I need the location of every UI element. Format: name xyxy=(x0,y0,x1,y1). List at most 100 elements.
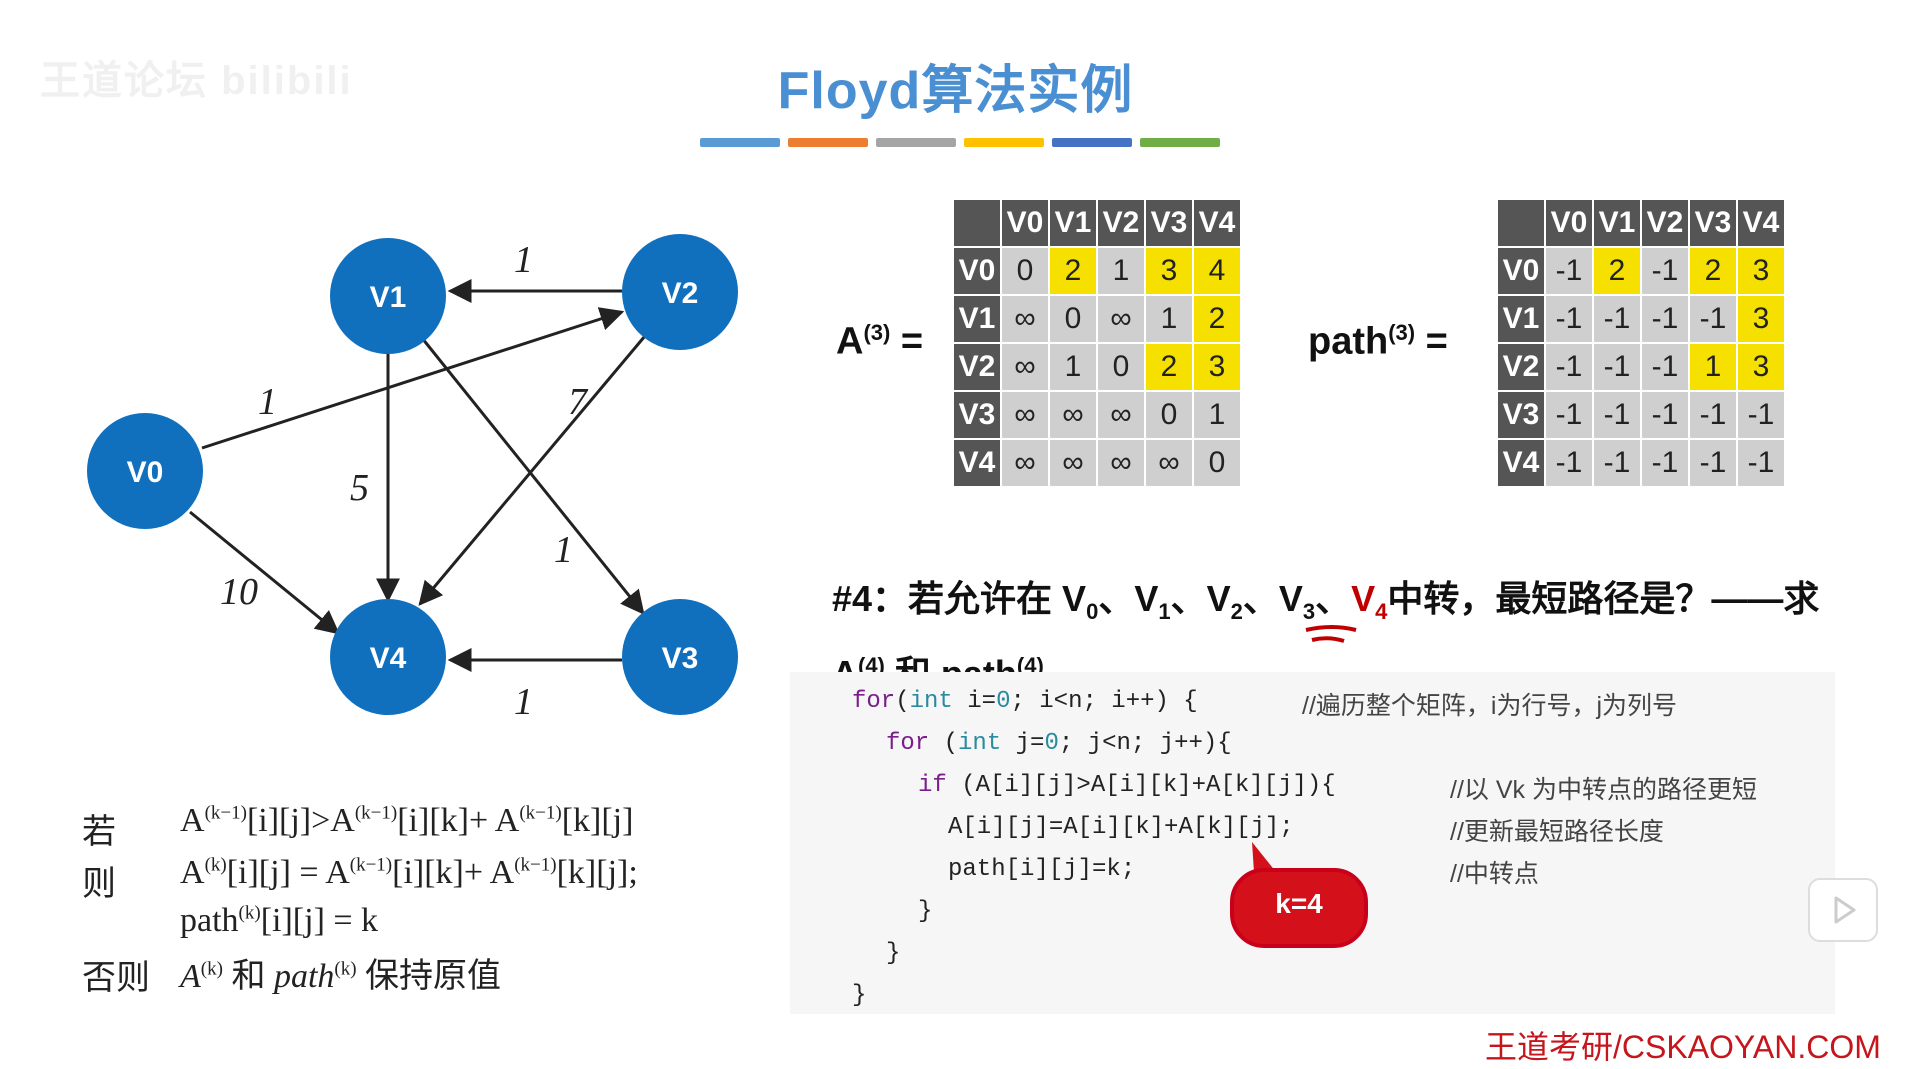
node-label: V2 xyxy=(662,277,699,310)
node-v3: V3 xyxy=(622,599,738,715)
t: ( xyxy=(929,730,959,757)
matrix-cell: 1 xyxy=(1144,294,1194,344)
matrix-cell: 0 xyxy=(1048,294,1098,344)
v4-text: V xyxy=(1351,578,1376,619)
weight-v0-v4: 10 xyxy=(220,571,258,613)
t: A xyxy=(180,802,205,839)
matrix-row: V3-1-1-1-1-1 xyxy=(1496,390,1786,440)
matrix-cell: 1 xyxy=(1048,342,1098,392)
node-label: V4 xyxy=(370,642,407,675)
matrix-cell: -1 xyxy=(1592,342,1642,392)
matrix-cell: 2 xyxy=(1688,246,1738,296)
num: 0 xyxy=(1044,730,1059,757)
code-comment-1: //遍历整个矩阵，i为行号，j为列号 xyxy=(1302,692,1678,720)
matrix-column-header: V4 xyxy=(1192,198,1242,248)
matrix-corner xyxy=(1496,198,1546,248)
matrix-path-symbol: path xyxy=(1308,320,1389,363)
matrix-row-header: V1 xyxy=(952,294,1002,344)
color-bar xyxy=(964,138,1044,147)
node-v1: V1 xyxy=(330,238,446,354)
sub: 3 xyxy=(1302,599,1316,625)
code-line-2: for (int j=0; j<n; j++){ xyxy=(886,730,1232,757)
kw: if xyxy=(918,772,947,799)
matrix-cell: 0 xyxy=(1096,342,1146,392)
weight-v2-v4: 7 xyxy=(568,381,589,423)
matrix-corner xyxy=(952,198,1002,248)
code-block: for(int i=0; i<n; i++) { //遍历整个矩阵，i为行号，j… xyxy=(790,672,1835,1014)
matrix-cell: -1 xyxy=(1640,294,1690,344)
matrix-cell: -1 xyxy=(1544,438,1594,488)
question-suffix: 中转，最短路径是？——求 xyxy=(1387,578,1820,619)
matrix-column-header: V4 xyxy=(1736,198,1786,248)
question-prefix: #4：若允许在 V xyxy=(832,578,1087,619)
ty: int xyxy=(909,688,953,715)
matrix-cell: ∞ xyxy=(1000,294,1050,344)
t: j= xyxy=(1001,730,1045,757)
code-line-7: } xyxy=(886,940,901,967)
matrix-cell: -1 xyxy=(1544,342,1594,392)
matrix-cell: ∞ xyxy=(1000,342,1050,392)
weight-v0-v2: 1 xyxy=(258,381,277,423)
t: i= xyxy=(952,688,997,715)
color-bar-strip xyxy=(700,138,1220,150)
matrix-cell: 3 xyxy=(1192,342,1242,392)
matrix-cell: ∞ xyxy=(1096,438,1146,488)
matrix-cell: -1 xyxy=(1592,438,1642,488)
matrix-cell: ∞ xyxy=(1048,390,1098,440)
footer-brand: 王道考研/CSKAOYAN.COM xyxy=(1485,1029,1881,1065)
edge-v0-v2 xyxy=(201,307,625,450)
matrix-a-label: A(3) = xyxy=(836,320,923,364)
matrix-column-header: V1 xyxy=(1592,198,1642,248)
sub: 0 xyxy=(1086,599,1099,625)
t: path xyxy=(273,958,335,995)
sup: (k−1) xyxy=(514,854,557,876)
code-line-5: path[i][j]=k; xyxy=(948,856,1136,883)
t: (A[i][j]>A[i][k]+A[k][j]){ xyxy=(946,772,1336,799)
node-label: V0 xyxy=(127,456,164,489)
rule-else: A(k) 和 path(k) 保持原值 xyxy=(180,948,501,997)
kw: for xyxy=(886,730,930,757)
sep: 、V xyxy=(1098,578,1159,619)
sep: 、 xyxy=(1315,578,1352,619)
rule-then-path: path(k)[i][j] = k xyxy=(180,902,378,940)
t: [i][k]+ A xyxy=(392,854,515,891)
code-line-3: if (A[i][j]>A[i][k]+A[k][j]){ xyxy=(918,772,1336,799)
matrix-column-header: V2 xyxy=(1640,198,1690,248)
edge-v0-v4 xyxy=(189,510,340,635)
rule-then-label: 则 xyxy=(82,864,116,904)
matrix-column-header: V0 xyxy=(1544,198,1594,248)
watermark: 王道论坛 bilibili xyxy=(40,59,353,103)
t: 和 xyxy=(222,958,274,995)
matrix-row: V4∞∞∞∞0 xyxy=(952,438,1242,488)
equals-sign: = xyxy=(1425,320,1448,363)
matrix-cell: 1 xyxy=(1096,246,1146,296)
matrix-row-header: V4 xyxy=(1496,438,1546,488)
node-v0: V0 xyxy=(87,413,203,529)
t: [k][j]; xyxy=(556,854,638,891)
t: A xyxy=(180,854,205,891)
matrix-cell: 0 xyxy=(1144,390,1194,440)
matrix-row-header: V0 xyxy=(952,246,1002,296)
matrix-cell: -1 xyxy=(1688,438,1738,488)
matrix-cell: -1 xyxy=(1544,246,1594,296)
code-line-4: A[i][j]=A[i][k]+A[k][j]; xyxy=(948,814,1294,841)
code-line-1: for(int i=0; i<n; i++) { xyxy=(852,688,1198,715)
code-comment-4: //更新最短路径长度 xyxy=(1450,818,1664,846)
matrix-cell: 2 xyxy=(1144,342,1194,392)
code-comment-3: //以 Vk 为中转点的路径更短 xyxy=(1450,776,1757,804)
play-button[interactable] xyxy=(1808,878,1878,942)
matrix-row-header: V1 xyxy=(1496,294,1546,344)
matrix-cell: -1 xyxy=(1640,342,1690,392)
matrix-cell: 2 xyxy=(1048,246,1098,296)
weight-v1-v3: 1 xyxy=(554,529,573,571)
kw: for xyxy=(852,688,896,715)
node-label: V3 xyxy=(662,642,699,675)
rule-condition: A(k−1)[i][j]>A(k−1)[i][k]+ A(k−1)[k][j] xyxy=(180,802,633,840)
matrix-cell: 1 xyxy=(1192,390,1242,440)
